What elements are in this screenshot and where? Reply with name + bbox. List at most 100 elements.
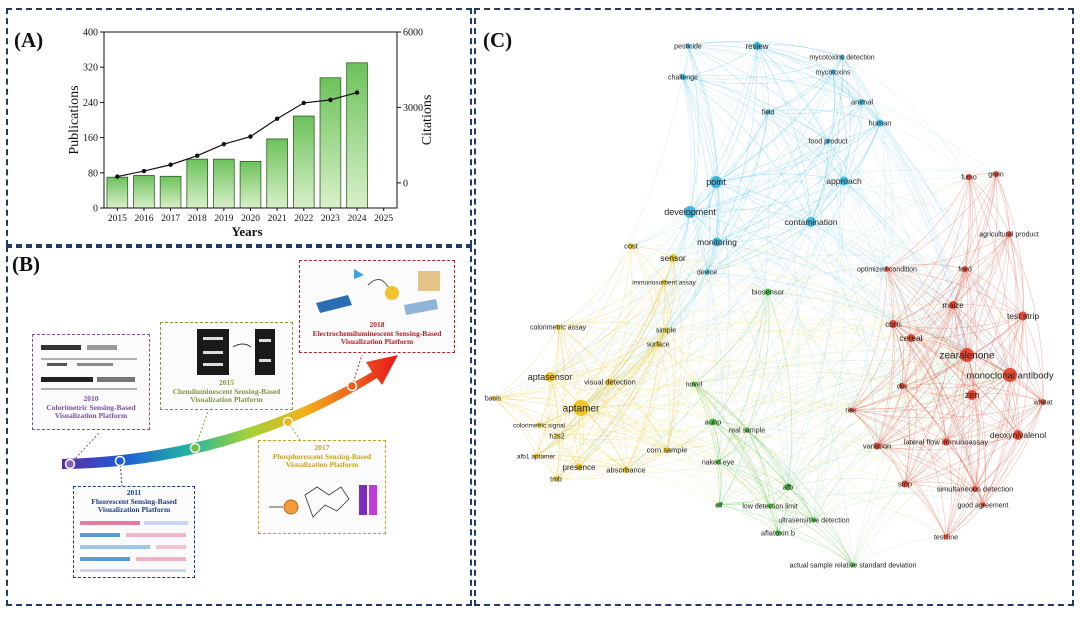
- y-tick-0: 0: [93, 204, 98, 215]
- network-label-surface: surface: [647, 341, 670, 348]
- network-node-optimized-condition: [884, 266, 890, 272]
- panel-a-frame: [6, 8, 472, 246]
- network-node-corn-sample: [664, 447, 670, 453]
- network-node-field: [765, 109, 771, 115]
- network-node-point: [710, 176, 722, 188]
- network-node-elf: [716, 502, 722, 508]
- network-node-monoclonal-antibody: [1003, 368, 1017, 382]
- milestone-2017-title: Phosphorescent Sensing-Based Visualizati…: [272, 451, 372, 470]
- network-label-contamination: contamination: [785, 217, 838, 227]
- network-node-cost: [628, 243, 634, 249]
- network-label-test-strip: test strip: [1007, 311, 1039, 321]
- timeline-arrow-body: [62, 355, 398, 469]
- network-label-colorimetric-signal: colorimetric signal: [513, 422, 566, 429]
- x-axis-label: Years: [231, 224, 262, 239]
- network-label-aunp: aunp: [705, 418, 722, 427]
- network-label-rise: rise: [845, 407, 856, 414]
- network-label-device: device: [697, 269, 717, 276]
- network-label-basis: basis: [485, 395, 502, 402]
- network-node-good-agreement: [980, 502, 986, 508]
- network-node-pesticide: [685, 43, 691, 49]
- network-label-low-detection-limit: low detection limit: [742, 503, 797, 510]
- network-label-novel: novel: [686, 381, 703, 388]
- network-label-h2s2: h2s2: [549, 433, 564, 440]
- network-node-colorimetric-assay: [555, 324, 561, 330]
- network-label-feed: feed: [958, 266, 972, 273]
- network-node-absorbance: [623, 467, 629, 473]
- network-label-good-agreement: good agreement: [958, 502, 1009, 509]
- network-node-fumo: [966, 174, 972, 180]
- network-node-surface: [655, 341, 661, 347]
- y2-tick-0: 0: [403, 178, 408, 189]
- network-label-afb1-aptamer: afb1 aptamer: [517, 453, 556, 460]
- milestone-2015-box: 2015 Chemiluminescent Sensing-Based Visu…: [160, 322, 293, 410]
- network-node-aptasensor: [545, 372, 555, 382]
- x-tick-2016: 2016: [134, 214, 153, 224]
- network-label-biosensor: biosensor: [752, 288, 785, 297]
- network-node-aflatoxin-b: [775, 530, 781, 536]
- citations-point-2022: [301, 100, 306, 106]
- network-label-point: point: [706, 177, 726, 187]
- citations-point-2015: [115, 174, 120, 179]
- network-label-naked-eye: naked eye: [702, 459, 734, 466]
- network-node-dia: [899, 383, 905, 389]
- x-tick-2018: 2018: [188, 214, 207, 224]
- network-label-human: human: [869, 119, 892, 128]
- fluorescent-schematic: [80, 521, 188, 572]
- network-label-test-line: test line: [934, 534, 958, 541]
- panel-b-frame: [6, 246, 472, 606]
- network-label-absorbance: absorbance: [606, 466, 645, 475]
- network-node-aunp: [709, 418, 717, 426]
- network-label-variation: variation: [863, 442, 891, 451]
- network-node-feed: [962, 266, 968, 272]
- network-node-mycotoxins: [830, 69, 836, 75]
- citations-point-2019: [221, 141, 227, 147]
- network-label-optimized-condition: optimized condition: [857, 266, 917, 273]
- network-node-immunosorbent-assay: [661, 279, 667, 285]
- network-label-maize: maize: [942, 301, 964, 310]
- phosphorescent-schematic: [269, 485, 377, 518]
- network-label-zen: zen: [965, 390, 980, 400]
- network-label-pesticide: pesticide: [674, 43, 702, 50]
- citations-line: [117, 92, 358, 178]
- network-node-low-detection-limit: [767, 503, 773, 509]
- network-label-wheat: wheat: [1033, 399, 1053, 406]
- network-node-food-product: [825, 138, 831, 144]
- citations-point-2024: [354, 90, 360, 95]
- x-tick-2023: 2023: [321, 214, 340, 224]
- network-node-grain: [993, 171, 999, 177]
- network-node-afb: [784, 483, 792, 491]
- network-label-strip: strip: [898, 480, 912, 489]
- y-tick-320: 320: [83, 63, 98, 74]
- milestone-dot-2010: [64, 458, 76, 470]
- network-label-colorimetric-assay: colorimetric assay: [530, 324, 587, 331]
- milestone-2017-year: 2017: [314, 443, 330, 452]
- network-node-approach: [839, 176, 849, 186]
- citations-point-2017: [168, 162, 173, 167]
- network-label-cost: cost: [624, 242, 639, 251]
- network-node-human: [876, 119, 884, 127]
- citations-point-2023: [328, 97, 333, 103]
- y2-tick-3000: 3000: [403, 103, 423, 114]
- electrochemiluminescent-schematic: [316, 269, 440, 315]
- network-node-zearalenone: [960, 348, 974, 362]
- y-tick-400: 400: [83, 28, 98, 39]
- citations-point-2021: [274, 116, 280, 121]
- x-tick-2019: 2019: [214, 214, 233, 224]
- colorimetric-schematic: [41, 345, 137, 390]
- network-node-tmb: [553, 476, 559, 482]
- network-node-contamination: [806, 217, 816, 227]
- milestone-2010-title: Colorimetric Sensing-Based Visualization…: [46, 402, 136, 421]
- network-label-monitoring: monitoring: [697, 237, 737, 247]
- network-label-mycotoxins: mycotoxins: [815, 69, 851, 76]
- milestone-dot-2017: [282, 416, 294, 428]
- network-node-test-strip: [1018, 311, 1028, 321]
- y2-axis-label: Citations: [420, 95, 435, 146]
- network-node-monitoring: [712, 237, 722, 247]
- network-label-aptasensor: aptasensor: [528, 372, 573, 382]
- milestone-dot-2011: [114, 455, 126, 467]
- network-label-aptamer: aptamer: [563, 404, 600, 415]
- network-label-corn: corn: [885, 320, 901, 329]
- network-label-zearalenone: zearalenone: [939, 351, 994, 362]
- milestone-dot-2015: [189, 442, 201, 454]
